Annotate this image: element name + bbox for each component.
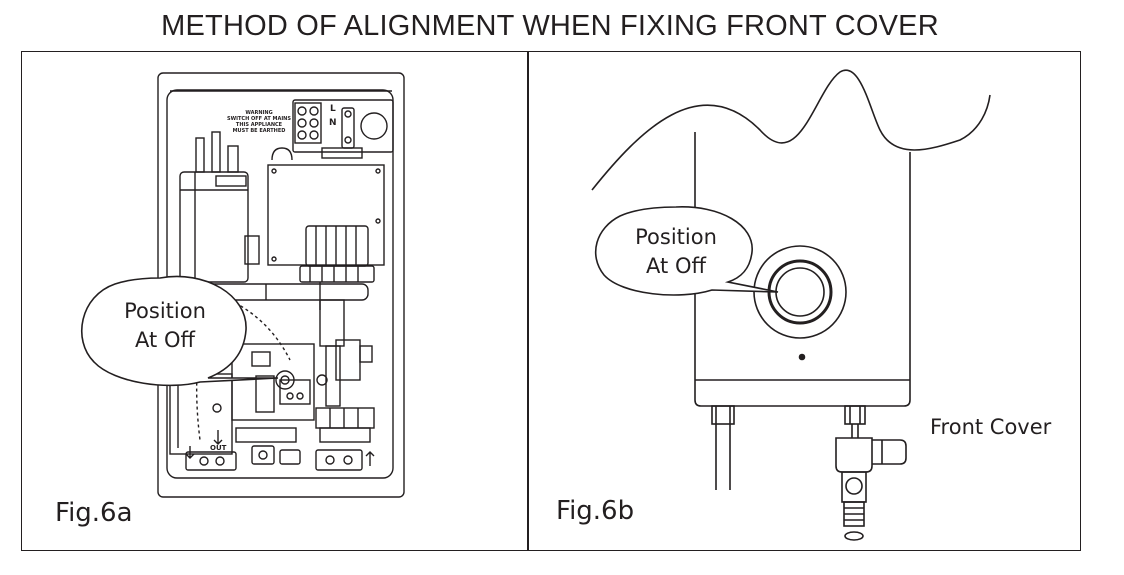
page-title: METHOD OF ALIGNMENT WHEN FIXING FRONT CO… (161, 10, 939, 42)
callout-bubble-6b (594, 206, 779, 296)
warning-line-2: SWITCH OFF AT MAINS (227, 116, 291, 122)
warning-line-3: THIS APPLIANCE (235, 122, 283, 128)
callout-6b-line-2: At Off (646, 254, 706, 278)
callout-6a-line-1: Position (124, 299, 206, 323)
figure-frame (21, 51, 1081, 551)
callout-bubble-6a (80, 275, 279, 387)
callout-6a-line-2: At Off (135, 328, 195, 352)
fig-6b-label: Fig.6b (556, 496, 635, 526)
callout-text-6b: Position At Off (609, 223, 743, 281)
front-cover-label: Front Cover (930, 415, 1052, 439)
callout-text-6a: Position At Off (100, 297, 230, 355)
warning-label: WARNING SWITCH OFF AT MAINS THIS APPLIAN… (223, 110, 295, 134)
terminal-l-label: L (330, 104, 336, 114)
terminal-n-label: N (329, 118, 337, 128)
panel-divider (527, 51, 529, 551)
out-label: OUT (210, 444, 227, 452)
fig-6a-label: Fig.6a (55, 498, 133, 528)
callout-6b-line-1: Position (635, 225, 717, 249)
warning-line-1: WARNING (245, 110, 273, 116)
warning-line-4: MUST BE EARTHED (232, 128, 286, 134)
